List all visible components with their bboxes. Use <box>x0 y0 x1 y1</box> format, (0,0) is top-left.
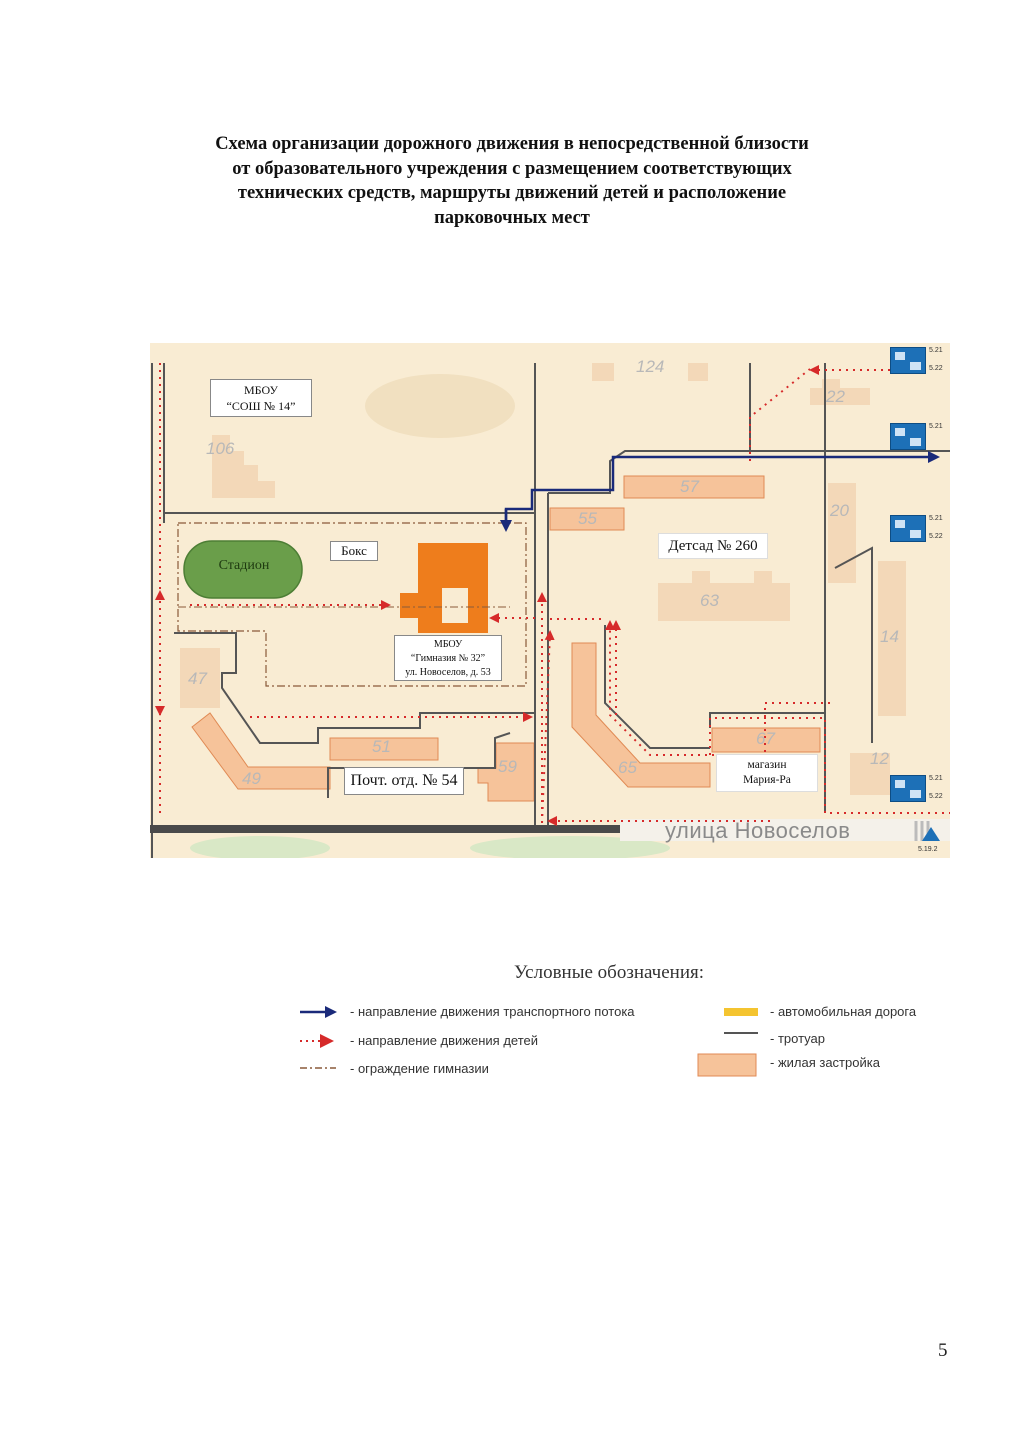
child-route-top-right <box>749 368 811 461</box>
building-number-20: 20 <box>830 501 849 520</box>
crosswalk-sign-icon <box>890 515 926 542</box>
building-20 <box>828 483 856 583</box>
sidewalk-post-office <box>327 732 511 798</box>
building-57 <box>623 475 765 499</box>
sidewalk-kindergarten-east <box>709 461 826 728</box>
building-number-47: 47 <box>188 669 207 688</box>
green-area-bottom-left <box>190 836 330 858</box>
building-number-106: 106 <box>206 439 235 458</box>
child-route-kindergarten-east <box>709 717 950 814</box>
sign-code-3b: 5.22 <box>929 533 943 540</box>
gymnasium-wing <box>400 593 420 618</box>
title-line-4: парковочных мест <box>434 207 590 228</box>
building-47 <box>180 648 220 708</box>
legend-residential-swatch <box>697 1053 757 1077</box>
title-line-1: Схема организации дорожного движения в н… <box>215 134 809 154</box>
crosswalk-sign-icon <box>890 775 926 802</box>
building-number-124: 124 <box>636 357 665 376</box>
buildings-residential <box>180 363 906 802</box>
sign-code-2: 5.21 <box>929 423 943 430</box>
building-51 <box>329 737 439 761</box>
legend-traffic-label: - направление движения транспортного пот… <box>350 1004 635 1019</box>
sidewalks <box>151 363 950 858</box>
children-routes <box>155 363 950 826</box>
label-post-office-54: Почт. отд. № 54 <box>344 767 464 795</box>
sidewalk-gym-bottom <box>174 632 535 744</box>
gymnasium-courtyard <box>442 588 468 623</box>
street-name-novoselov: улица Новоселов <box>665 818 851 843</box>
label-kindergarten-260: Детсад № 260 <box>658 533 768 559</box>
legend-children-label: - направление движения детей <box>350 1033 539 1048</box>
building-number-22: 22 <box>826 387 845 406</box>
building-55 <box>549 507 625 531</box>
building-number-12: 12 <box>870 749 889 768</box>
traffic-scheme-map: МБОУ “СОШ № 14” Стадион Бокс МБОУ “Гимна… <box>150 343 950 858</box>
legend-road-swatch <box>724 1008 758 1016</box>
gymnasium-fence <box>177 522 527 687</box>
sign-code-5: 5.19.2 <box>918 846 938 853</box>
label-shop-line1: магазин <box>747 759 787 771</box>
label-school-14: МБОУ “СОШ № 14” <box>210 379 312 417</box>
legend-residential-label: - жилая застройка <box>770 1055 880 1070</box>
sign-code-4: 5.21 <box>929 775 943 782</box>
building-63 <box>658 571 790 621</box>
building-106 <box>212 435 275 498</box>
building-number-14: 14 <box>880 627 899 646</box>
building-number-51: 51 <box>372 737 391 756</box>
title-line-3: технических средств, маршруты движений д… <box>237 183 787 203</box>
traffic-flow-route <box>504 451 940 528</box>
label-box: Бокс <box>330 541 378 561</box>
label-school-14-line1: МБОУ <box>244 383 278 397</box>
building-number-59: 59 <box>498 757 517 776</box>
green-area-bottom-right <box>470 836 670 858</box>
sidewalk-kindergarten-inner <box>604 625 710 749</box>
sign-code-1: 5.21 <box>929 347 943 354</box>
building-number-57: 57 <box>680 477 699 496</box>
sign-code-3: 5.21 <box>929 515 943 522</box>
school-field <box>365 374 515 438</box>
legend-title: Условные обозначения: <box>514 962 705 983</box>
building-14 <box>878 561 906 716</box>
map-drawing <box>150 343 950 858</box>
label-school-14-line2: “СОШ № 14” <box>226 399 296 413</box>
label-gymnasium-32: МБОУ “Гимназия № 32” ул. Новоселов, д. 5… <box>394 635 502 681</box>
building-124 <box>592 363 614 381</box>
legend-road-label: - автомобильная дорога <box>770 1004 917 1019</box>
page-number: 5 <box>938 1340 948 1361</box>
building-number-65: 65 <box>618 758 637 777</box>
building-number-67: 67 <box>756 729 775 748</box>
legend-fence-label: - ограждение гимназии <box>350 1061 489 1076</box>
main-road-surface <box>620 819 950 841</box>
sidewalk-north-kindergarten <box>548 450 950 494</box>
building-124b <box>688 363 708 381</box>
sign-code-1b: 5.22 <box>929 365 943 372</box>
building-12 <box>850 753 890 795</box>
stadium <box>183 540 303 599</box>
label-stadium: Стадион <box>218 558 270 573</box>
label-shop-line2: Мария-Ра <box>743 774 791 786</box>
page-title: Схема организации дорожного движения в н… <box>130 132 894 230</box>
label-gymnasium-line1: МБОУ <box>433 639 463 650</box>
crosswalk-sign-icon <box>890 347 926 374</box>
label-shop-mariya-ra: магазин Мария-Ра <box>716 754 818 792</box>
title-line-2: от образовательного учреждения с размеще… <box>232 158 792 179</box>
label-gymnasium-line3: ул. Новоселов, д. 53 <box>405 667 491 678</box>
sign-code-4b: 5.22 <box>929 793 943 800</box>
legend-symbols <box>300 1006 758 1077</box>
building-67 <box>711 727 821 753</box>
legend-sidewalk-label: - тротуар <box>770 1031 825 1046</box>
building-number-63: 63 <box>700 591 719 610</box>
pedestrian-crossing-sign-icon <box>922 827 940 841</box>
building-number-49: 49 <box>242 769 261 788</box>
building-65 <box>571 642 711 788</box>
label-gymnasium-line2: “Гимназия № 32” <box>410 653 486 664</box>
crosswalk-sign-icon <box>890 423 926 450</box>
building-number-55: 55 <box>578 509 597 528</box>
sidewalk-right-column <box>834 546 873 743</box>
